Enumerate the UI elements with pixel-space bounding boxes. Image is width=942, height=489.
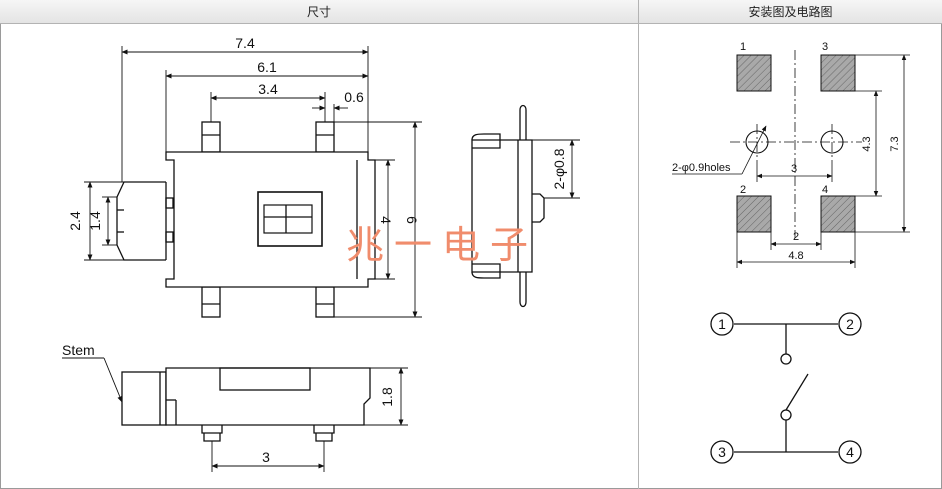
pad-4	[820, 195, 856, 233]
terminal-label-1: 1	[718, 316, 726, 332]
dim-3-bottom: 3	[262, 449, 270, 465]
terminal-label-4: 4	[846, 444, 854, 460]
dim-post-diameter: 2-φ0.8	[551, 148, 567, 189]
pad-2	[736, 195, 772, 233]
dimension-values: 7.4 6.1 3.4 0.6 2.4 1.4 4 6 2-φ0.8 1.8 3…	[62, 35, 567, 465]
terminal-4	[838, 440, 862, 464]
stem-label: Stem	[62, 342, 95, 358]
dimensions-header: 尺寸	[0, 0, 639, 24]
dim-hole-pitch: 3	[791, 163, 797, 175]
dim-3-4: 3.4	[258, 81, 278, 97]
dim-6: 6	[404, 216, 420, 224]
dim-0-6: 0.6	[344, 89, 364, 105]
pad-1	[736, 54, 772, 92]
dim-7-4: 7.4	[235, 35, 255, 51]
dimension-lines	[62, 46, 580, 472]
pad-3	[820, 54, 856, 92]
terminal-1	[710, 312, 734, 336]
dim-1-4: 1.4	[87, 211, 103, 231]
dim-overall-height: 7.3	[889, 136, 901, 151]
install-circuit-header: 安装图及电路图	[639, 0, 942, 24]
dim-6-1: 6.1	[257, 59, 277, 75]
pad-number-2: 2	[740, 184, 746, 196]
dim-2-4: 2.4	[67, 211, 83, 231]
footprint-view: 1 3 2 4 2-φ0.9holes 3 2 4.8 4.3 7.3	[672, 41, 910, 268]
terminal-label-2: 2	[846, 316, 854, 332]
pad-number-1: 1	[740, 41, 746, 53]
pad-number-4: 4	[822, 184, 828, 196]
dim-pad-span: 4.3	[861, 136, 873, 151]
pad-number-3: 3	[822, 41, 828, 53]
top-view	[116, 121, 376, 318]
terminal-2	[838, 312, 862, 336]
panel-divider	[638, 24, 639, 489]
dim-overall-width: 4.8	[788, 250, 803, 262]
dim-pad-gap: 2	[793, 231, 799, 243]
dim-1-8: 1.8	[379, 387, 395, 407]
terminal-label-3: 3	[718, 444, 726, 460]
circuit-diagram: 1 2 3 4	[710, 312, 862, 464]
side-view	[471, 104, 545, 308]
front-view	[121, 367, 371, 442]
terminal-3	[710, 440, 734, 464]
watermark: 兆一电子	[346, 223, 538, 267]
holes-label: 2-φ0.9holes	[672, 162, 731, 174]
dim-4: 4	[378, 216, 394, 224]
